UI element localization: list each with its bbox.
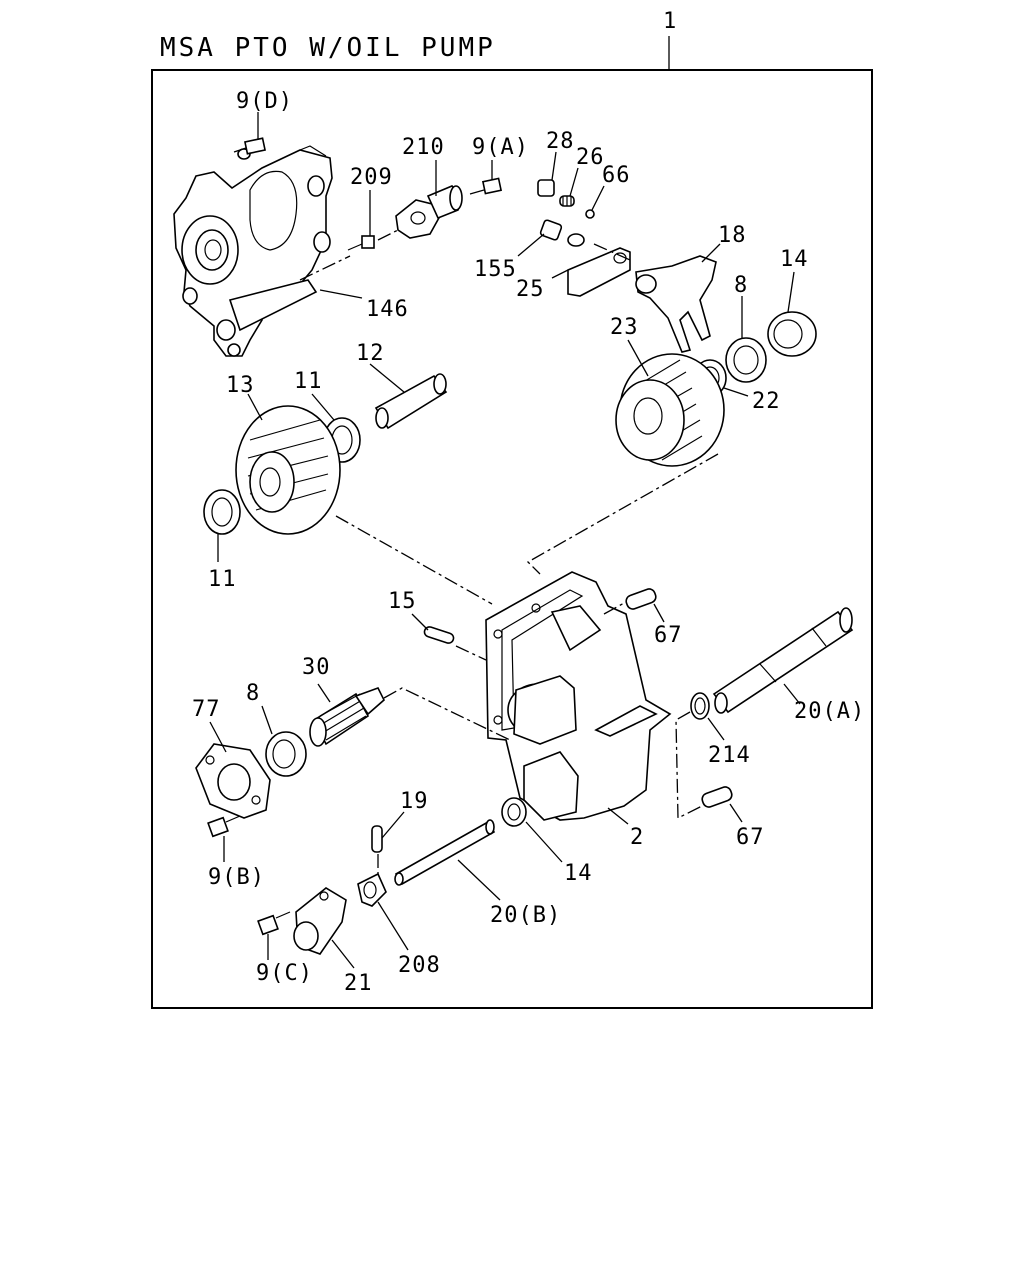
o-ring-214 xyxy=(690,692,710,720)
callout-14-top: 14 xyxy=(780,247,809,272)
gear-13 xyxy=(235,405,341,535)
diagram-frame xyxy=(151,69,873,1009)
callout-30: 30 xyxy=(302,655,331,680)
plug-28 xyxy=(537,179,555,197)
bearing-8-top xyxy=(725,337,767,383)
callout-13: 13 xyxy=(226,373,255,398)
oil-pump-outlet-pipe xyxy=(228,279,318,332)
callout-20a: 20(A) xyxy=(794,699,865,724)
callout-15: 15 xyxy=(388,589,417,614)
pin-67-top xyxy=(625,588,657,610)
pin-19 xyxy=(371,825,383,853)
bolt-9c xyxy=(257,911,291,936)
ball-66 xyxy=(585,209,595,219)
bolt-9a xyxy=(469,177,503,195)
callout-9c: 9(C) xyxy=(256,961,313,986)
cover-210 xyxy=(395,185,463,239)
callout-26: 26 xyxy=(576,145,605,170)
callout-19: 19 xyxy=(400,789,429,814)
callout-208: 208 xyxy=(398,953,441,978)
callout-assembly-1: 1 xyxy=(663,9,677,34)
shift-rod-20b xyxy=(394,819,496,886)
callout-210: 210 xyxy=(402,135,445,160)
shaft-12 xyxy=(374,373,448,430)
seal-14-bottom xyxy=(501,797,527,827)
cover-21 xyxy=(293,887,347,955)
diagram-title: MSA PTO W/OIL PUMP xyxy=(160,33,496,63)
callout-66: 66 xyxy=(602,163,631,188)
callout-9a: 9(A) xyxy=(472,135,529,160)
callout-209: 209 xyxy=(350,165,393,190)
callout-12: 12 xyxy=(356,341,385,366)
callout-9d: 9(D) xyxy=(236,89,293,114)
callout-67-top: 67 xyxy=(654,623,683,648)
bolt-209 xyxy=(347,235,375,251)
bearing-14-top xyxy=(767,311,817,357)
callout-21: 21 xyxy=(344,971,373,996)
oil-pump-body xyxy=(173,145,333,357)
bolt-9b xyxy=(207,815,241,838)
shaft-20a xyxy=(712,607,854,714)
callout-18: 18 xyxy=(718,223,747,248)
callout-2: 2 xyxy=(630,825,644,850)
pinion-30 xyxy=(309,687,385,747)
callout-146: 146 xyxy=(366,297,409,322)
dowel-pin-15 xyxy=(423,626,455,644)
pin-67-bottom xyxy=(701,786,733,808)
needle-bearing-11-bottom xyxy=(203,489,241,535)
bearing-8-bottom xyxy=(265,731,307,777)
callout-77: 77 xyxy=(192,697,221,722)
callout-28: 28 xyxy=(546,129,575,154)
spring-26 xyxy=(559,195,575,207)
callout-8-top: 8 xyxy=(734,273,748,298)
callout-14-bottom: 14 xyxy=(564,861,593,886)
callout-22: 22 xyxy=(752,389,781,414)
plug-155 xyxy=(539,219,585,247)
shift-fork-18 xyxy=(635,255,717,353)
cover-plate-77 xyxy=(195,743,271,819)
pto-case-2 xyxy=(485,571,672,821)
callout-9b: 9(B) xyxy=(208,865,265,890)
callout-11-bottom: 11 xyxy=(208,567,237,592)
callout-11-top: 11 xyxy=(294,369,323,394)
callout-155: 155 xyxy=(474,257,517,282)
collar-208 xyxy=(357,872,387,907)
pin-25 xyxy=(567,247,631,297)
callout-25: 25 xyxy=(516,277,545,302)
callout-8-bottom: 8 xyxy=(246,681,260,706)
callout-214: 214 xyxy=(708,743,751,768)
gear-23 xyxy=(615,353,725,467)
bolt-9d xyxy=(233,137,266,155)
callout-20b: 20(B) xyxy=(490,903,561,928)
callout-23: 23 xyxy=(610,315,639,340)
callout-67-bottom: 67 xyxy=(736,825,765,850)
